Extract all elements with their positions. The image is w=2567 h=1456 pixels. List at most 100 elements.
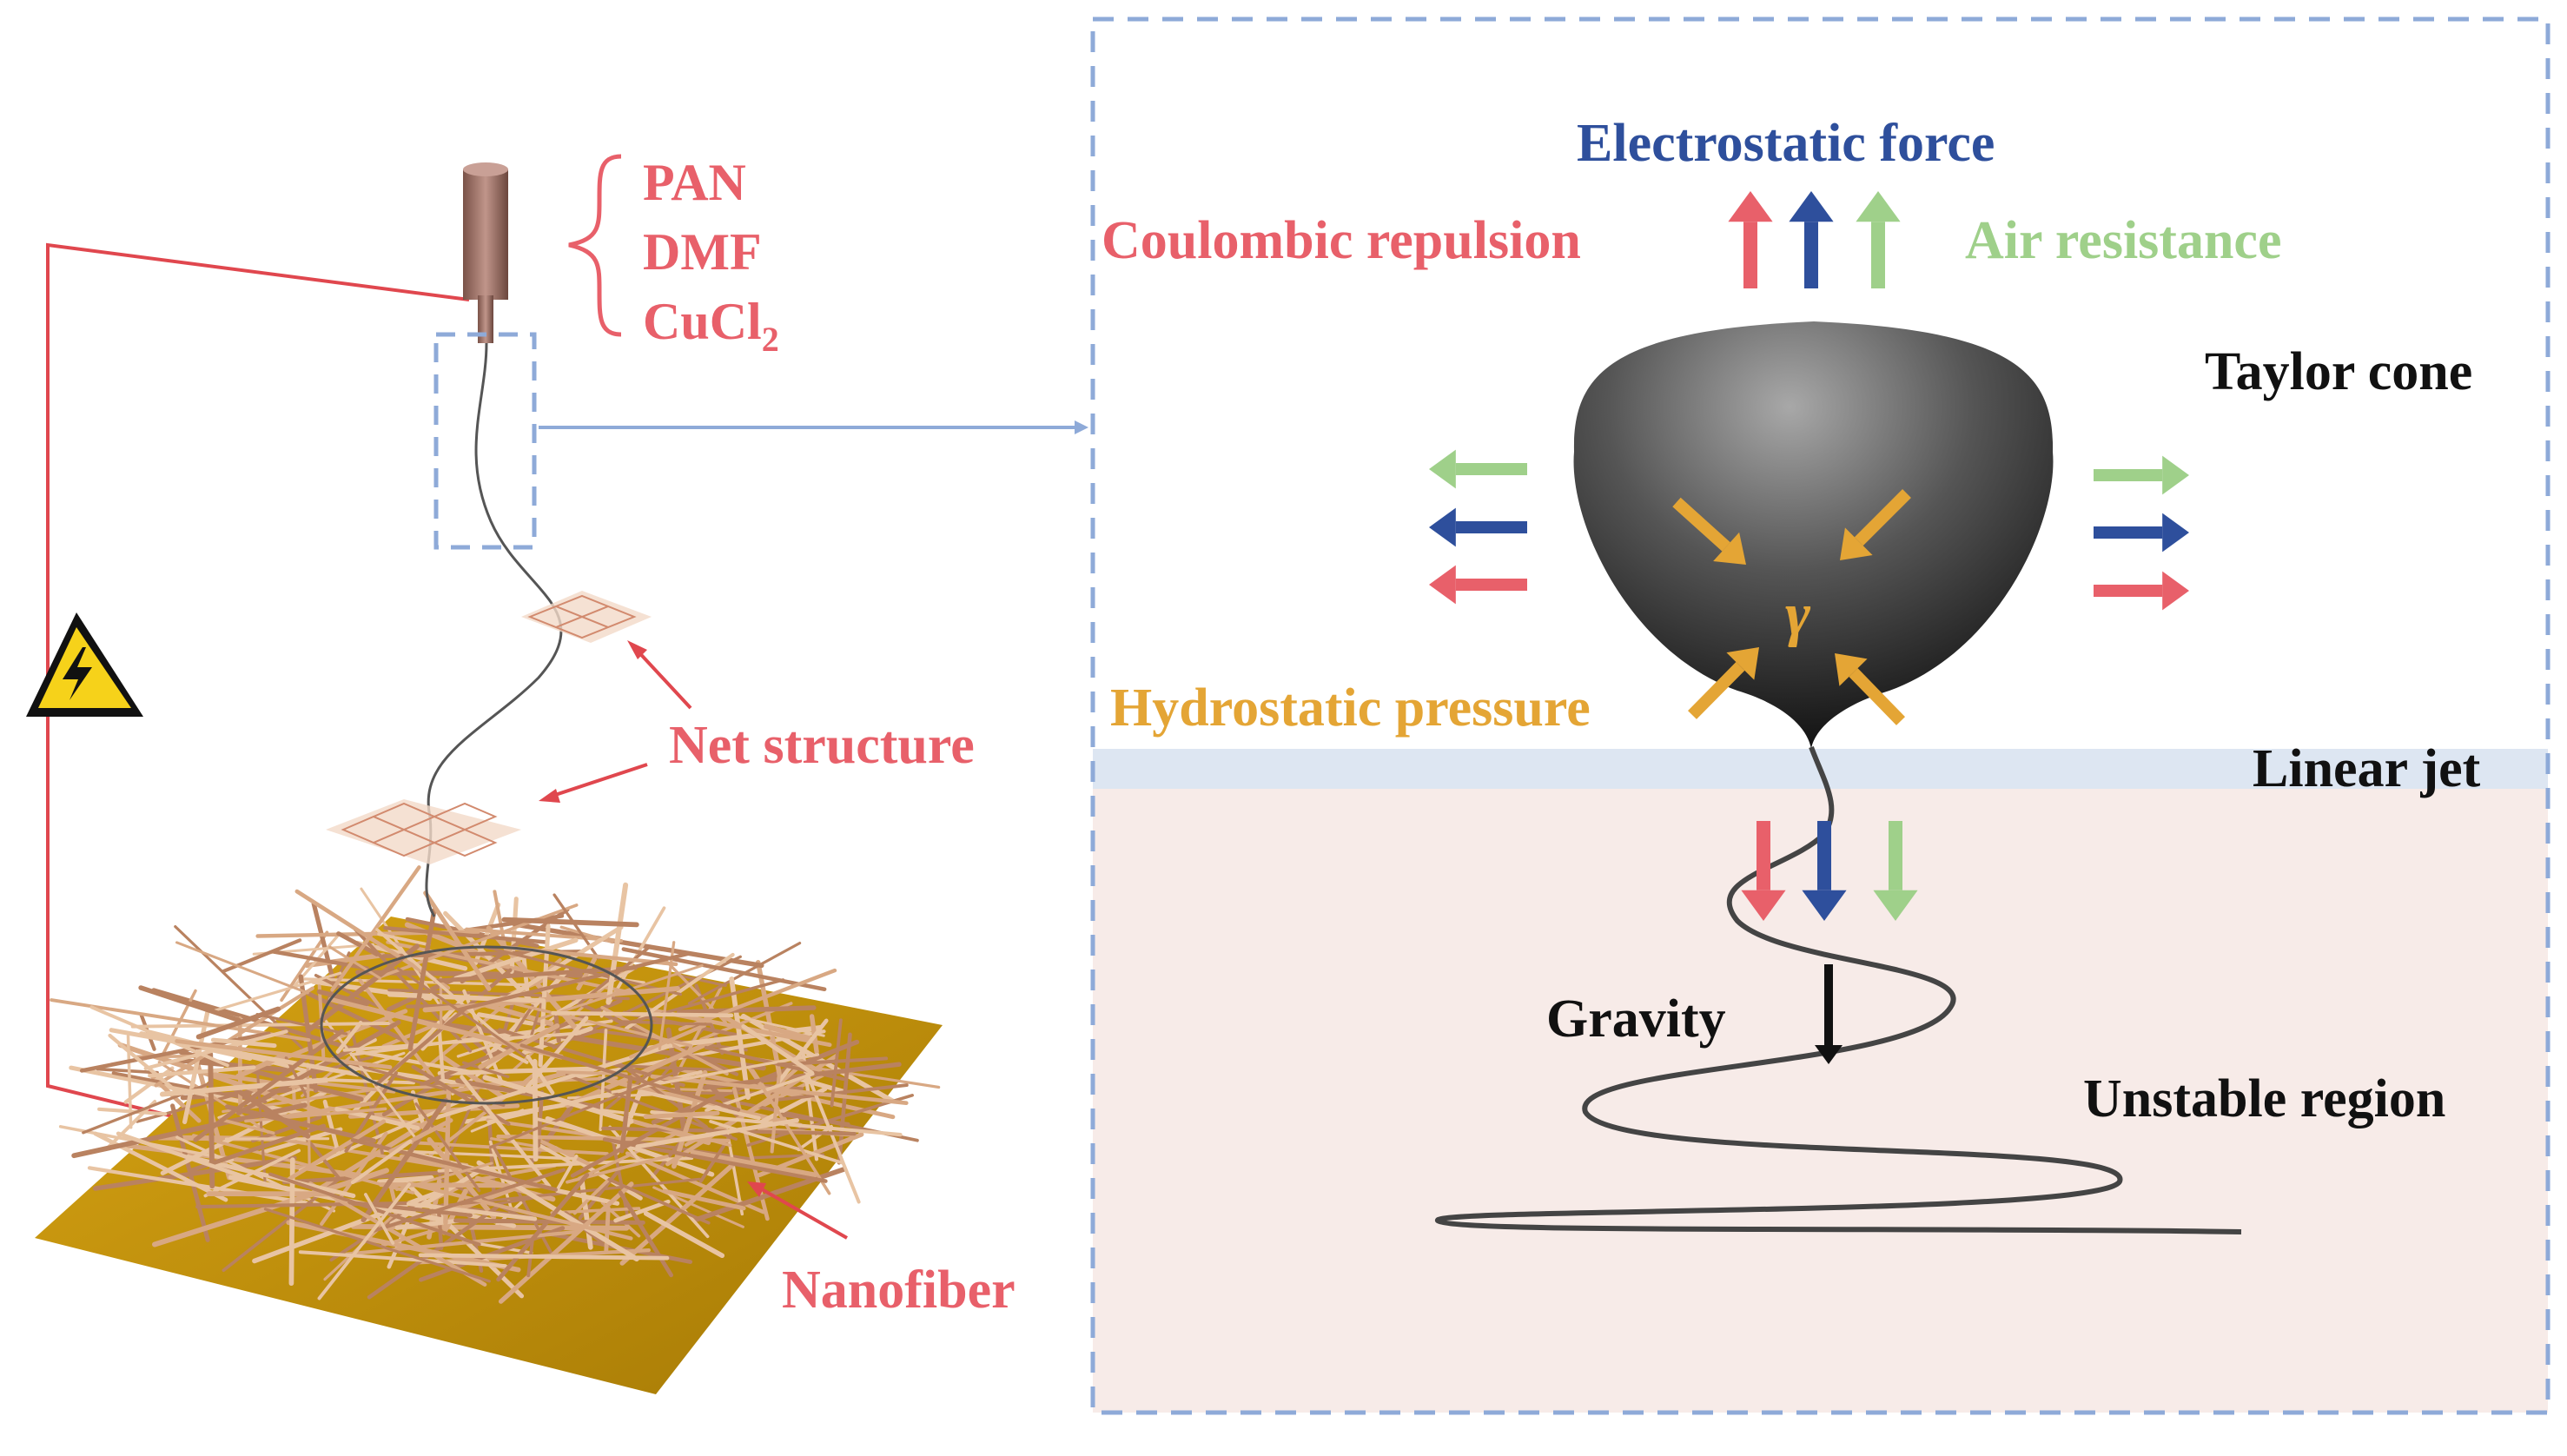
nanofiber-strand bbox=[361, 1097, 448, 1223]
air-resistance-down-arrow bbox=[1873, 821, 1918, 921]
electrostatic-force-right-arrow bbox=[2094, 513, 2189, 553]
high-voltage-warning-icon bbox=[26, 612, 143, 717]
nanofiber-strand bbox=[671, 1069, 708, 1169]
nanofiber-strand bbox=[108, 1033, 176, 1092]
nanofiber-strand bbox=[769, 1083, 909, 1102]
nanofiber-strand bbox=[366, 903, 579, 983]
nanofiber-strand bbox=[501, 917, 639, 928]
nanofiber-strand bbox=[188, 1123, 327, 1174]
nanofiber-strand bbox=[484, 1003, 554, 1026]
nanofiber-strand bbox=[383, 1148, 576, 1161]
nanofiber-mat bbox=[50, 865, 941, 1304]
nanofiber-strand bbox=[96, 1067, 159, 1075]
nanofiber-strand bbox=[383, 925, 548, 944]
circuit-wire bbox=[46, 242, 470, 1127]
nanofiber-strand bbox=[395, 1161, 493, 1191]
nanofiber-strand bbox=[423, 890, 492, 991]
nanofiber-strand bbox=[607, 1177, 711, 1225]
nanofiber-strand bbox=[232, 1086, 311, 1139]
nanofiber-strand bbox=[303, 989, 413, 1046]
nanofiber-strand bbox=[263, 1208, 491, 1283]
taylor-cone-label: Taylor cone bbox=[2205, 342, 2472, 401]
nanofiber-strand bbox=[162, 989, 197, 1056]
nanofiber-strand bbox=[182, 1008, 210, 1125]
zoom-region-box bbox=[433, 332, 537, 550]
solution-dmf-label: DMF bbox=[643, 223, 762, 281]
hydrostatic-pressure-arrow bbox=[1835, 653, 1906, 725]
nanofiber-strand bbox=[407, 1181, 633, 1241]
air-resistance-up-arrow bbox=[1856, 191, 1901, 288]
nanofiber-strand bbox=[770, 1075, 781, 1154]
net-structure-patch bbox=[521, 591, 652, 643]
nanofiber-strand bbox=[619, 1020, 713, 1026]
nanofiber-strand bbox=[763, 1023, 817, 1042]
nanofiber-strand bbox=[443, 1086, 452, 1226]
unstable-region-label: Unstable region bbox=[2083, 1069, 2445, 1128]
nanofiber-strand bbox=[621, 947, 827, 991]
solution-brace bbox=[568, 154, 622, 337]
cucl-text: CuCl bbox=[643, 293, 762, 350]
nanofiber-strand bbox=[363, 1193, 395, 1245]
hydrostatic-pressure-arrow bbox=[1688, 647, 1759, 719]
nanofiber-strand bbox=[643, 1110, 720, 1119]
subscript-2: 2 bbox=[762, 320, 779, 359]
nanofiber-strand bbox=[461, 1061, 510, 1079]
electrostatic-force-label: Electrostatic force bbox=[1577, 114, 1995, 173]
air-resistance-right-arrow bbox=[2094, 455, 2189, 495]
coulombic-repulsion-down-arrow bbox=[1741, 821, 1786, 921]
pointer-head bbox=[747, 1181, 766, 1197]
nanofiber-strand bbox=[565, 1073, 738, 1142]
jet-loop-on-mat bbox=[320, 945, 653, 1105]
nanofiber-strand bbox=[193, 1029, 345, 1142]
nanofiber-strand bbox=[737, 1016, 825, 1037]
nanofiber-strand bbox=[407, 908, 437, 1052]
nanofiber-strand bbox=[466, 914, 565, 932]
nanofiber-strand bbox=[80, 1031, 271, 1073]
surface-tension-gamma: γ bbox=[1785, 581, 1811, 648]
nanofiber-strand bbox=[375, 928, 507, 1043]
nanofiber-strand bbox=[554, 1188, 620, 1206]
solution-cucl2-label: CuCl2 bbox=[643, 293, 779, 359]
nanofiber-strand bbox=[757, 1132, 864, 1178]
nanofiber-strand bbox=[89, 1005, 229, 1068]
solution-pan-label: PAN bbox=[643, 154, 746, 211]
coulombic-repulsion-right-arrow bbox=[2094, 571, 2189, 611]
nanofiber-strand bbox=[154, 986, 314, 1088]
force-arrows bbox=[1429, 191, 2189, 1064]
nanofiber-strand bbox=[676, 1005, 817, 1015]
nanofiber-strand bbox=[460, 1075, 552, 1188]
nanofiber-strand bbox=[709, 1120, 844, 1165]
hydrostatic-pressure-label: Hydrostatic pressure bbox=[1110, 678, 1591, 738]
nanofiber-strand bbox=[619, 1160, 738, 1266]
nanofiber-strand bbox=[298, 1250, 507, 1268]
nanofiber-strand bbox=[605, 882, 629, 1005]
nanofiber-strand bbox=[394, 1218, 461, 1230]
nanofiber-strand bbox=[496, 1173, 590, 1282]
electrostatic-force-down-arrow bbox=[1802, 821, 1847, 921]
taylor-cone bbox=[1573, 321, 2054, 749]
nanofiber-strand bbox=[175, 1039, 393, 1069]
whipping-jet bbox=[1434, 745, 2242, 1234]
nanofiber-strand bbox=[175, 941, 309, 995]
nanofiber-strand bbox=[116, 1131, 270, 1188]
nanofiber-strand bbox=[138, 985, 241, 1023]
nanofiber-strand bbox=[92, 1155, 297, 1191]
linear-jet-label: Linear jet bbox=[2253, 739, 2481, 798]
surface-tension-arrow bbox=[1840, 489, 1911, 560]
nanofiber-strand bbox=[336, 931, 380, 956]
nanofiber-strand bbox=[387, 991, 546, 1003]
nanofiber-strand bbox=[414, 1102, 481, 1193]
nanofiber-strand bbox=[533, 1141, 572, 1165]
nanofiber-strand bbox=[513, 922, 764, 969]
nanofiber-strand bbox=[611, 1053, 820, 1094]
air-resistance-left-arrow bbox=[1429, 449, 1527, 489]
nanofiber-strand bbox=[304, 952, 386, 969]
nanofiber-strand bbox=[195, 1006, 281, 1040]
nanofiber-strand bbox=[109, 1028, 361, 1077]
nanofiber-strand bbox=[570, 1093, 721, 1178]
nanofiber-strand bbox=[678, 968, 837, 1032]
nanofiber-label: Nanofiber bbox=[782, 1261, 1016, 1320]
nanofiber-strand bbox=[456, 951, 691, 1012]
nanofiber-strand bbox=[643, 1211, 725, 1259]
nanofiber-strand bbox=[758, 1082, 831, 1195]
